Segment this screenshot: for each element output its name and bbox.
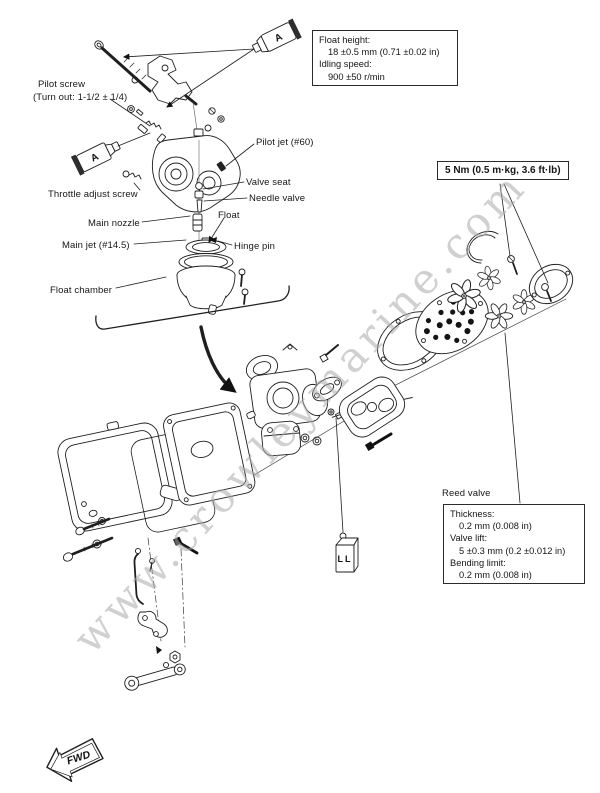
sealant-letter: A	[89, 151, 100, 164]
throttle-adjust-screw-part	[122, 170, 142, 180]
air-box-frame	[163, 402, 256, 506]
small-bolt	[319, 344, 339, 363]
air-box-cover	[57, 421, 183, 532]
choke-link-rod	[133, 547, 155, 605]
nut-hole	[314, 438, 320, 444]
label-hinge-pin: Hinge pin	[234, 241, 276, 252]
reed-cover-screw	[541, 283, 552, 302]
link-joint-rod	[124, 650, 186, 691]
leader-lines-right	[335, 183, 549, 533]
reed-stop-plate	[466, 231, 518, 275]
spec-line: 900 ±50 r/min	[328, 71, 385, 82]
spec-line: Valve lift:	[450, 533, 488, 544]
label-throttle-adjust-screw: Throttle adjust screw	[48, 189, 138, 200]
assembly-arrow	[199, 325, 237, 393]
spec-line: 5 ±0.3 mm (0.2 ±0.012 in)	[459, 545, 566, 556]
detail-view-bracket	[95, 285, 290, 330]
manifold-bolt	[364, 432, 393, 451]
nut	[312, 436, 322, 446]
sealant-tube-top-icon: A	[252, 18, 302, 53]
sealant-letter: A	[273, 32, 284, 45]
sealant-tube-left-icon: A	[70, 141, 121, 176]
label-float-chamber: Float chamber	[50, 285, 113, 296]
needle-nozzle-stack	[192, 139, 204, 244]
spec-line: Float height:	[319, 35, 371, 45]
label-pilot-screw: Pilot screw	[38, 79, 86, 90]
throttle-cam-lever	[137, 610, 168, 654]
fwd-arrow-icon: FWD	[46, 738, 104, 783]
label-reed-valve: Reed valve	[442, 488, 491, 499]
spec-line: 0.2 mm (0.008 in)	[459, 521, 532, 532]
flange-gasket	[312, 376, 342, 402]
reed-valve-spec-box: Thickness: 0.2 mm (0.008 in) Valve lift:…	[443, 504, 585, 585]
label-pilot-jet: Pilot jet (#60)	[256, 137, 314, 148]
float-chamber-assembly	[176, 237, 249, 315]
spec-line: Thickness:	[450, 509, 495, 519]
intake-manifold	[331, 376, 413, 438]
spec-line: Idling speed:	[319, 59, 372, 70]
carburetor-assembly	[245, 343, 328, 457]
spec-line: Bending limit:	[450, 557, 506, 568]
spec-line: 0.2 mm (0.008 in)	[459, 570, 532, 581]
leader-lines-top	[109, 48, 255, 289]
label-pilot-screw-turnout: (Turn out: 1-1/2 ± 1/4)	[33, 92, 128, 103]
torque-spec-box: 5 Nm (0.5 m·kg, 3.6 ft·lb)	[437, 161, 569, 180]
mount-bolts	[62, 517, 199, 562]
loctite-block-icon: LL	[335, 532, 359, 573]
spec-line: 18 ±0.5 mm (0.71 ±0.02 in)	[328, 47, 440, 58]
washer-hole	[302, 435, 308, 441]
throttle-lever-bracket	[147, 55, 199, 138]
label-float: Float	[218, 210, 240, 221]
label-needle-valve: Needle valve	[249, 193, 306, 204]
washer	[300, 433, 310, 443]
loctite-letters: LL	[338, 554, 353, 564]
label-main-nozzle: Main nozzle	[88, 218, 140, 229]
reed-cover-plate	[528, 263, 574, 305]
label-valve-seat: Valve seat	[246, 177, 291, 188]
label-main-jet: Main jet (#14.5)	[62, 240, 130, 251]
drain-screw	[94, 40, 152, 93]
float-height-spec-box: Float height: 18 ±0.5 mm (0.71 ±0.02 in)…	[312, 30, 458, 86]
